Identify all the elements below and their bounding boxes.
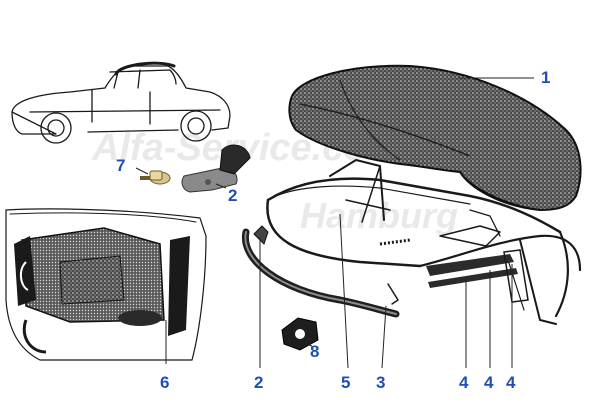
callout-2-bottom: 2 <box>254 373 263 392</box>
grommet-part-8 <box>281 317 319 351</box>
rubber-strips-part-4 <box>426 249 529 303</box>
leader-lines <box>135 77 534 369</box>
callout-6: 6 <box>160 373 169 392</box>
callout-2-clip: 2 <box>228 186 237 205</box>
watermark-line-2: Hamburg <box>300 195 458 236</box>
windshield-seal-part-3 <box>241 228 400 318</box>
screw-part-7 <box>140 170 171 185</box>
callout-7: 7 <box>116 156 125 175</box>
callout-4b: 4 <box>484 373 494 392</box>
soft-top-part-1 <box>288 64 582 212</box>
callout-1: 1 <box>541 68 550 87</box>
trunk-interior-view <box>5 208 207 361</box>
callout-8: 8 <box>310 342 319 361</box>
roof-frame-assembly <box>266 159 582 325</box>
callout-5: 5 <box>341 373 350 392</box>
car-side-view <box>11 61 231 144</box>
callout-4a: 4 <box>459 373 469 392</box>
callout-4c: 4 <box>506 373 516 392</box>
clip-part-2 <box>181 144 251 193</box>
callout-3: 3 <box>376 373 385 392</box>
callout-labels: 1 2 7 8 6 2 5 3 4 4 4 <box>116 68 550 392</box>
bracket-part-2 <box>253 225 269 245</box>
